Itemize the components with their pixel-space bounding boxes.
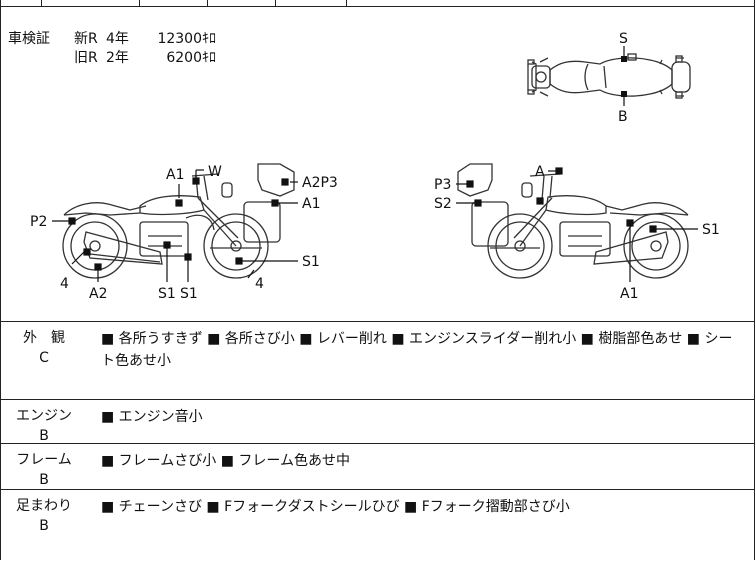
condition-row-engine: エンジン B ■ エンジン音小 <box>0 400 755 444</box>
category-grade: B <box>39 472 49 488</box>
motorcycle-diagrams: S B <box>30 31 720 302</box>
era-label: 新R <box>74 31 98 47</box>
category-name: フレーム <box>16 452 72 468</box>
mark-label: 4 <box>255 276 264 292</box>
mark-label: A2P3 <box>302 175 338 191</box>
condition-row-frame: フレーム B ■ フレームさび小 ■ フレーム色あせ中 <box>0 444 755 490</box>
mark-label: P2 <box>30 214 47 230</box>
year-value: 2年 <box>106 50 129 66</box>
category-name: 足まわり <box>16 498 72 514</box>
category-name: 外 観 <box>23 330 65 346</box>
right-view-marks <box>456 167 698 282</box>
shaken-row-new: 新R 4年 12300ｷﾛ <box>74 30 216 49</box>
shaken-row-old: 旧R 2年 6200ｷﾛ <box>74 49 216 68</box>
mark-label: S1 <box>302 254 320 270</box>
mark-label: A1 <box>620 286 638 302</box>
mark-label: 4 <box>60 276 69 292</box>
mark-label: S1 <box>158 286 176 302</box>
condition-notes: ■ 各所うすきず ■ 各所さび小 ■ レバー削れ ■ エンジンスライダー削れ小 … <box>101 331 733 369</box>
category-grade: B <box>39 518 49 534</box>
shaken-label: 車検証 <box>8 31 50 47</box>
km-value: 6200ｷﾛ <box>166 50 216 66</box>
condition-category: 足まわり B <box>1 496 87 536</box>
mark-label: W <box>208 164 222 180</box>
mark-label: A1 <box>166 167 184 183</box>
strip-divider <box>41 0 42 6</box>
left-view-marks <box>52 169 298 282</box>
strip-divider <box>139 0 140 6</box>
strip-divider <box>207 0 208 6</box>
condition-row-suspension: 足まわり B ■ チェーンさび ■ Fフォークダストシールひび ■ Fフォーク摺… <box>0 490 755 560</box>
right-view-labels: A P3 S2 S1 A1 <box>434 164 720 302</box>
condition-row-exterior: 外 観 C ■ 各所うすきず ■ 各所さび小 ■ レバー削れ ■ エンジンスライ… <box>0 322 755 400</box>
year-value: 4年 <box>106 31 129 47</box>
km-value: 12300ｷﾛ <box>157 31 216 47</box>
mark-label: A1 <box>302 196 320 212</box>
motorcycle-right-view <box>457 163 689 279</box>
mark-label: B <box>618 109 628 125</box>
top-view-marks: S B <box>618 31 628 125</box>
mark-label: S1 <box>702 222 720 238</box>
mark-label: P3 <box>434 177 451 193</box>
category-grade: B <box>39 428 49 444</box>
category-grade: C <box>39 350 49 366</box>
mark-label: A <box>535 164 545 180</box>
left-view-labels: A1 W A2P3 A1 P2 4 A2 S1 S1 4 S1 <box>30 164 338 302</box>
strip-divider <box>346 0 347 6</box>
mark-label: A2 <box>89 286 107 302</box>
condition-notes: ■ チェーンさび ■ Fフォークダストシールひび ■ Fフォーク摺動部さび小 <box>101 499 570 515</box>
condition-category: 外 観 C <box>1 328 87 368</box>
mark-label: S <box>619 31 628 47</box>
category-name: エンジン <box>16 408 72 424</box>
condition-category: フレーム B <box>1 450 87 490</box>
condition-notes: ■ エンジン音小 <box>101 409 203 425</box>
mark-label: S2 <box>434 196 452 212</box>
mark-label: S1 <box>180 286 198 302</box>
condition-category: エンジン B <box>1 406 87 446</box>
strip-divider <box>275 0 276 6</box>
era-label: 旧R <box>74 50 98 66</box>
motorcycle-top-view <box>527 53 691 99</box>
condition-notes: ■ フレームさび小 ■ フレーム色あせ中 <box>101 453 350 469</box>
motorcycle-left-view <box>62 163 295 279</box>
